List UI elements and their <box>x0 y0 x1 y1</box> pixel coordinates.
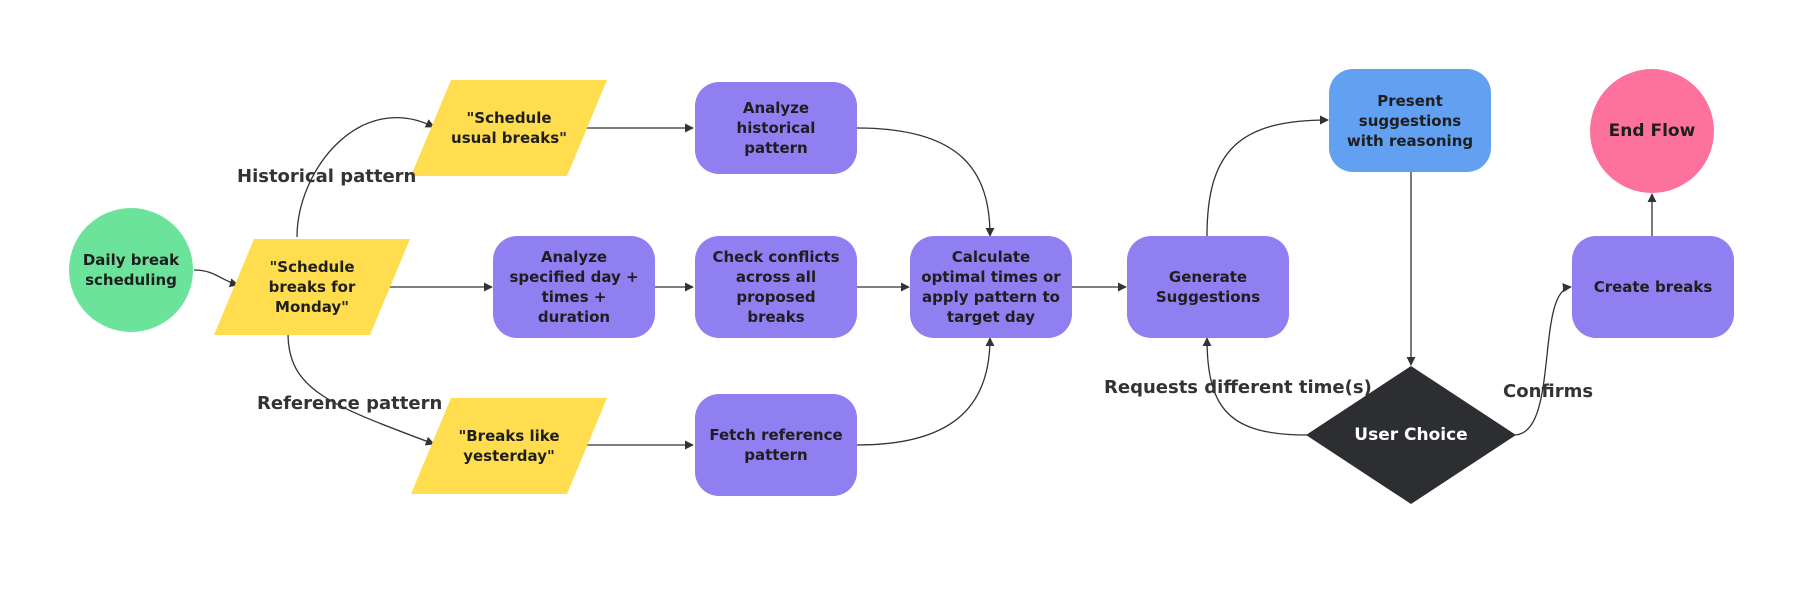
edge-monday-to-yesterday <box>287 332 435 446</box>
input-breaks-yesterday: "Breaks like yesterday" <box>411 398 607 494</box>
present-suggestions-node: Present suggestions with reasoning <box>1329 69 1491 172</box>
create-breaks-node: Create breaks <box>1572 236 1734 338</box>
analyze-historical-node: Analyze historical pattern <box>695 82 857 174</box>
end-node: End Flow <box>1590 69 1714 193</box>
edge-label-requests-different: Requests different time(s) <box>1104 377 1372 398</box>
user-choice-node: User Choice <box>1306 366 1516 504</box>
edge-start-to-monday <box>193 269 239 288</box>
input-schedule-usual: "Schedule usual breaks" <box>411 80 607 176</box>
edge-label-historical-pattern: Historical pattern <box>237 166 417 187</box>
edge-fetch-reference-to-calculate <box>856 337 995 446</box>
edge-label-confirms: Confirms <box>1503 381 1594 402</box>
present-suggestions-label: Present suggestions with reasoning <box>1346 91 1474 150</box>
input-breaks-yesterday-label: "Breaks like yesterday" <box>458 427 560 465</box>
parallelogram-shape <box>214 239 410 335</box>
calculate-node: Calculate optimal times or apply pattern… <box>910 236 1072 338</box>
analyze-specified-label: Analyze specified day + times + duration <box>509 248 639 326</box>
edge-choice-to-create <box>1513 283 1572 436</box>
fetch-reference-label: Fetch reference pattern <box>709 426 843 464</box>
edge-choice-to-generate <box>1202 337 1308 436</box>
analyze-specified-node: Analyze specified day + times + duration <box>493 236 655 338</box>
analyze-historical-label: Analyze historical pattern <box>736 99 816 157</box>
user-choice-label: User Choice <box>1354 425 1468 445</box>
input-schedule-monday: "Schedule breaks for Monday" <box>214 239 410 335</box>
create-breaks-label: Create breaks <box>1593 278 1713 296</box>
parallelogram-shape <box>411 80 607 176</box>
start-node-label: Daily break scheduling <box>82 251 180 289</box>
fetch-reference-node: Fetch reference pattern <box>695 394 857 496</box>
generate-suggestions-node: Generate Suggestions <box>1127 236 1289 338</box>
calculate-label: Calculate optimal times or apply pattern… <box>921 248 1061 326</box>
start-node: Daily break scheduling <box>69 208 193 332</box>
end-node-label: End Flow <box>1608 121 1696 141</box>
check-conflicts-node: Check conflicts across all proposed brea… <box>695 236 857 338</box>
check-conflicts-label: Check conflicts across all proposed brea… <box>712 248 840 326</box>
input-schedule-usual-label: "Schedule usual breaks" <box>451 109 567 147</box>
generate-suggestions-label: Generate Suggestions <box>1155 268 1261 306</box>
diamond-shape <box>1306 366 1516 504</box>
edge-analyze-historical-to-calculate <box>856 127 995 237</box>
edge-label-reference-pattern: Reference pattern <box>257 393 443 414</box>
input-schedule-monday-label: "Schedule breaks for Monday" <box>268 258 356 316</box>
edge-monday-to-usual <box>296 117 435 238</box>
edge-generate-to-present <box>1206 115 1329 237</box>
parallelogram-shape <box>411 398 607 494</box>
